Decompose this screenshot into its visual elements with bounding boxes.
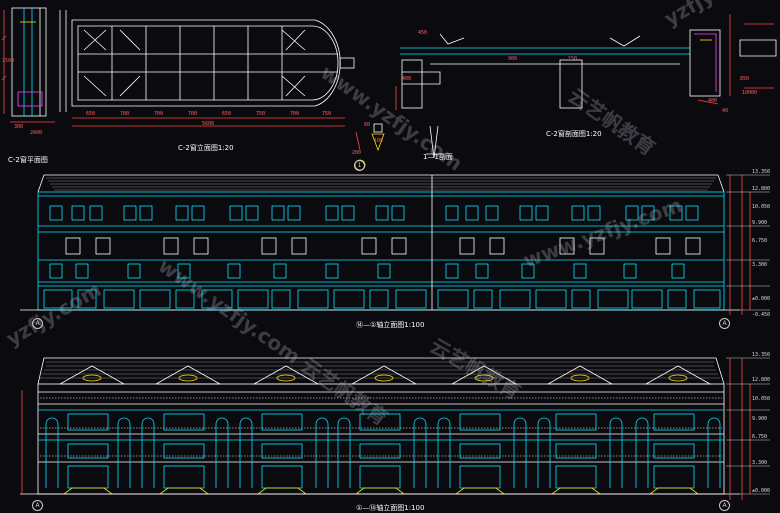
- mid-dim-2: 450: [418, 30, 428, 36]
- right-dim-2: 10000: [742, 90, 758, 96]
- plan-dim-2: 1500: [2, 58, 15, 64]
- plan-dim-3: 2600: [30, 130, 43, 136]
- bottom-level-2: 12.800: [752, 377, 771, 383]
- section-1-1-detail: [354, 123, 444, 171]
- axis-bubble-detail: 1: [354, 160, 365, 171]
- window-dim-8: 750: [322, 111, 332, 117]
- top-level-7: ±0.000: [752, 296, 771, 302]
- bottom-level-6: 3.300: [752, 460, 768, 466]
- c2-window-section-title: C-2窗剖面图1:20: [546, 130, 602, 138]
- right-dim-1: 850: [740, 76, 750, 82]
- top-level-4: 9.900: [752, 220, 768, 226]
- bottom-elevation-title: ①—⑭轴立面图1:100: [356, 503, 424, 513]
- window-dim-2: 700: [120, 111, 130, 117]
- right-dim-4: 40: [722, 108, 729, 114]
- top-level-8: -0.450: [752, 312, 771, 318]
- bottom-level-1: 13.350: [752, 352, 771, 358]
- bottom-level-4: 9.900: [752, 416, 768, 422]
- bottom-level-7: ±0.000: [752, 488, 771, 494]
- top-elevation-building: [20, 174, 770, 315]
- bottom-level-5: 6.750: [752, 434, 768, 440]
- window-dim-4: 700: [188, 111, 198, 117]
- c2-window-elevation: [59, 10, 355, 127]
- plan-dim-1: 300: [14, 124, 24, 130]
- bottom-level-3: 10.050: [752, 396, 771, 402]
- top-level-5: 6.750: [752, 238, 768, 244]
- c2-window-elevation-title: C-2窗立面图1:20: [178, 144, 234, 152]
- top-level-1: 13.350: [752, 169, 771, 175]
- c2-window-plan-detail: [1, 7, 55, 123]
- axis-bubble-bottom-left: A: [32, 500, 43, 511]
- c2-window-plan-title: C-2窗平面图: [8, 156, 48, 164]
- mid-dim-3: 150: [568, 56, 578, 62]
- top-level-2: 12.800: [752, 186, 771, 192]
- c2-window-section: [395, 14, 777, 110]
- window-dim-7: 700: [290, 111, 300, 117]
- mid-dim-4: 900: [508, 56, 518, 62]
- bottom-elevation-building: [20, 357, 770, 500]
- mid-dim-1: 400: [402, 76, 412, 82]
- bottom-elevation-axis-range: ①—⑭: [356, 504, 377, 512]
- axis-bubble-top-left: A: [32, 318, 43, 329]
- top-elevation-title: ⑭—①轴立面图1:100: [356, 320, 424, 330]
- axis-bubble-bottom-right: A: [719, 500, 730, 511]
- window-dim-5: 650: [222, 111, 232, 117]
- right-dim-3: 400: [708, 98, 718, 104]
- sec-dim-2: 100: [374, 138, 384, 144]
- top-elevation-title-text: 轴立面图1:100: [376, 321, 425, 329]
- axis-bubble-top-right: A: [719, 318, 730, 329]
- top-level-6: 3.300: [752, 262, 768, 268]
- window-dim-3: 700: [154, 111, 164, 117]
- bottom-elevation-title-text: 轴立面图1:100: [376, 504, 425, 512]
- sec-dim-3: 200: [352, 150, 362, 156]
- sec-dim-1: 60: [364, 122, 371, 128]
- window-dim-6: 750: [256, 111, 266, 117]
- section-1-1-title: 1—1剖面: [423, 153, 453, 161]
- top-level-3: 10.050: [752, 204, 771, 210]
- top-elevation-axis-range: ⑭—①: [356, 321, 377, 329]
- window-dim-1: 650: [86, 111, 96, 117]
- window-total-dim: 5600: [202, 121, 215, 127]
